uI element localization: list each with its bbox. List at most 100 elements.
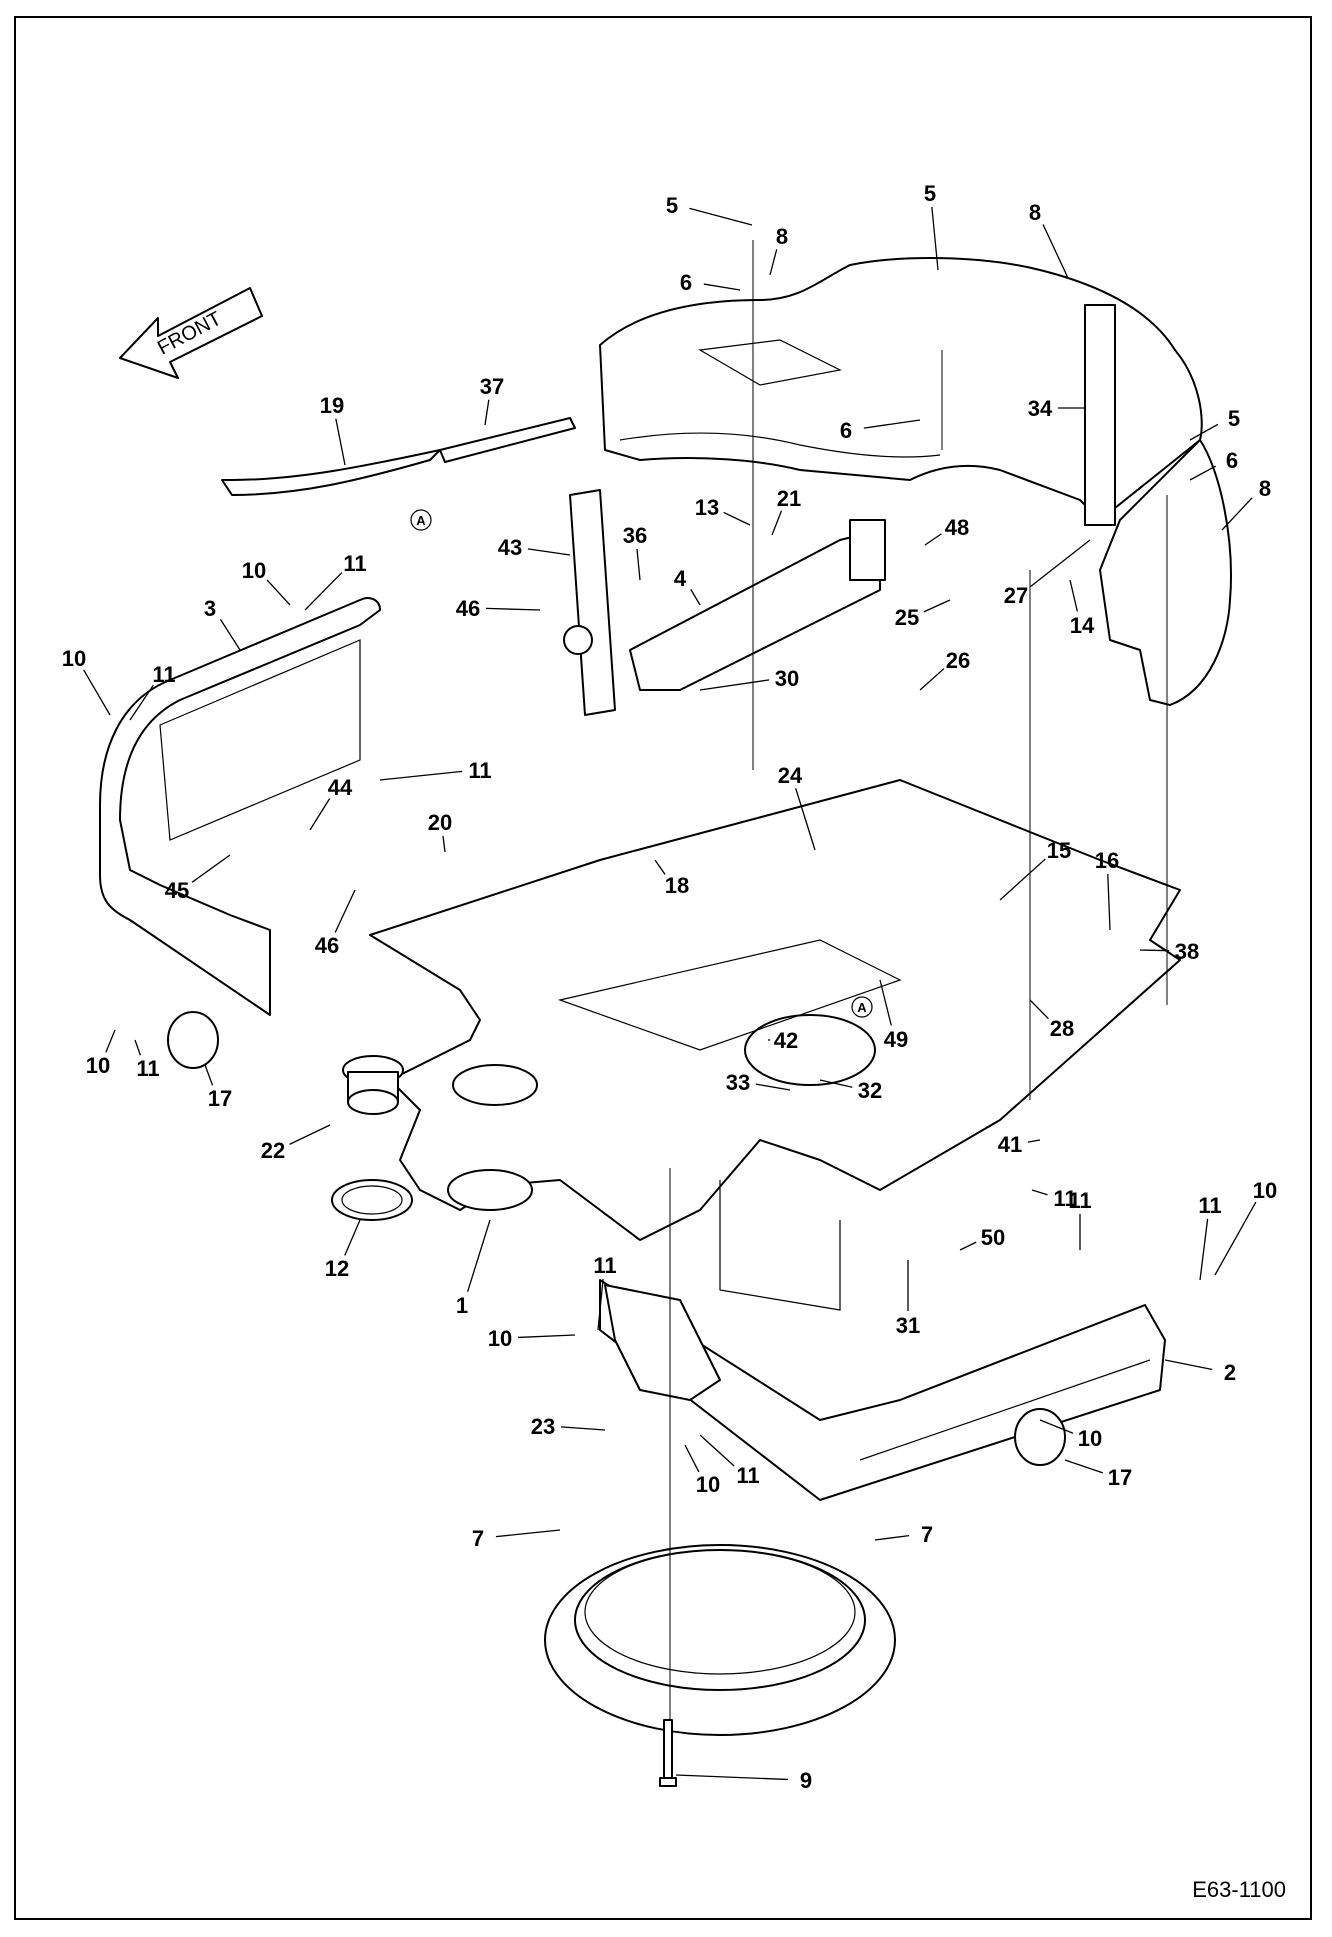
callout-21: 21 — [771, 486, 801, 536]
callout-number: 43 — [498, 535, 522, 560]
callout-10: 10 — [242, 558, 291, 606]
callout-17: 17 — [1064, 1459, 1132, 1490]
callout-number: 32 — [858, 1078, 882, 1103]
callout-5: 5 — [924, 181, 939, 271]
bracket-4-part — [629, 519, 886, 691]
callout-number: 11 — [1068, 1188, 1091, 1213]
callout-leader-line — [1164, 1359, 1213, 1371]
callout-10: 10 — [62, 646, 111, 716]
callout-leader-line — [1107, 873, 1111, 931]
main-frame-1-part — [369, 779, 1181, 1311]
panel-43-part — [563, 489, 616, 716]
callout-50: 50 — [959, 1225, 1005, 1251]
callout-leader-line — [1221, 497, 1253, 531]
callout-number: 33 — [726, 1070, 750, 1095]
callout-number: 45 — [165, 878, 189, 903]
callout-leader-line — [134, 1039, 142, 1056]
callout-leader-line — [675, 1774, 789, 1781]
svg-text:A: A — [416, 513, 426, 528]
front-arrow-icon: FRONT — [119, 287, 263, 379]
callout-number: 17 — [1108, 1465, 1132, 1490]
callout-number: 9 — [800, 1768, 812, 1793]
callout-14: 14 — [1069, 579, 1095, 638]
callout-number: 19 — [320, 393, 344, 418]
callout-leader-line — [289, 1124, 331, 1145]
callout-leader-line — [597, 1278, 604, 1331]
callout-10: 10 — [1039, 1419, 1102, 1451]
callout-34: 34 — [1028, 396, 1085, 421]
swing-bearing-part — [544, 1544, 896, 1736]
callout-number: 8 — [1029, 200, 1041, 225]
callout-number: 34 — [1028, 396, 1053, 421]
callout-number: 48 — [945, 515, 969, 540]
callout-number: 22 — [261, 1138, 285, 1163]
callout-27: 27 — [1004, 539, 1091, 608]
cap-17-left-part — [167, 1011, 219, 1069]
callout-leader-line — [129, 684, 154, 721]
callout-leader-line — [1064, 1459, 1104, 1474]
callout-23: 23 — [531, 1414, 606, 1439]
callout-leader-line — [755, 1083, 791, 1091]
cap-17-right-part — [1014, 1408, 1066, 1466]
callout-3: 3 — [204, 596, 241, 651]
callout-leader-line — [723, 511, 751, 526]
callout-number: 7 — [472, 1526, 484, 1551]
callout-number: 10 — [696, 1472, 720, 1497]
callout-10: 10 — [488, 1326, 576, 1351]
callout-1: 1 — [456, 1219, 491, 1318]
callout-11: 11 — [1068, 1188, 1092, 1250]
reference-mark-a-center: A — [851, 996, 873, 1018]
callout-13: 13 — [695, 495, 751, 526]
callout-leader-line — [923, 599, 951, 613]
callout-18: 18 — [654, 859, 689, 898]
callout-5: 5 — [666, 193, 753, 226]
callout-leader-line — [654, 859, 666, 875]
callout-leader-line — [1031, 1189, 1048, 1196]
callout-number: 16 — [1095, 848, 1119, 873]
drawing-border — [14, 16, 1312, 1920]
callout-leader-line — [919, 668, 945, 691]
callout-46: 46 — [456, 596, 541, 621]
callout-number: 10 — [1078, 1426, 1102, 1451]
callout-number: 44 — [328, 775, 353, 800]
callout-number: 25 — [895, 605, 919, 630]
callout-number: 10 — [62, 646, 86, 671]
callout-6: 6 — [680, 270, 741, 295]
callout-11: 11 — [699, 1434, 760, 1488]
callout-number: 11 — [1053, 1186, 1076, 1211]
callout-number: 12 — [325, 1256, 349, 1281]
callout-leader-line — [959, 1241, 977, 1251]
callout-5: 5 — [1189, 406, 1240, 441]
callout-11: 11 — [1198, 1193, 1222, 1281]
callout-leader-line — [304, 572, 343, 611]
callout-number: 23 — [531, 1414, 555, 1439]
left-cover-3-part — [99, 597, 381, 1016]
bolt-9-part — [659, 1719, 677, 1787]
callout-leader-line — [684, 1444, 700, 1473]
callout-number: 49 — [884, 1027, 908, 1052]
callout-7: 7 — [472, 1526, 561, 1551]
callout-number: 5 — [666, 193, 678, 218]
callout-number: 6 — [680, 270, 692, 295]
callout-number: 20 — [428, 810, 452, 835]
callout-number: 8 — [1259, 476, 1271, 501]
callout-leader-line — [485, 607, 541, 611]
callout-leader-line — [1189, 423, 1219, 441]
callout-19: 19 — [320, 393, 346, 466]
callout-9: 9 — [675, 1768, 812, 1793]
callout-36: 36 — [623, 523, 647, 581]
callout-8: 8 — [1221, 476, 1271, 531]
callout-leader-line — [560, 1426, 606, 1431]
callout-leader-line — [517, 1334, 576, 1339]
counterweight-side-part — [1084, 304, 1232, 706]
callout-number: 2 — [1224, 1360, 1236, 1385]
callout-number: 6 — [1226, 448, 1238, 473]
callout-11: 11 — [129, 662, 176, 721]
callout-33: 33 — [726, 1070, 791, 1095]
callout-number: 10 — [1253, 1178, 1277, 1203]
callout-leader-line — [769, 249, 778, 276]
callout-leader-line — [334, 889, 356, 933]
callout-number: 30 — [775, 666, 799, 691]
